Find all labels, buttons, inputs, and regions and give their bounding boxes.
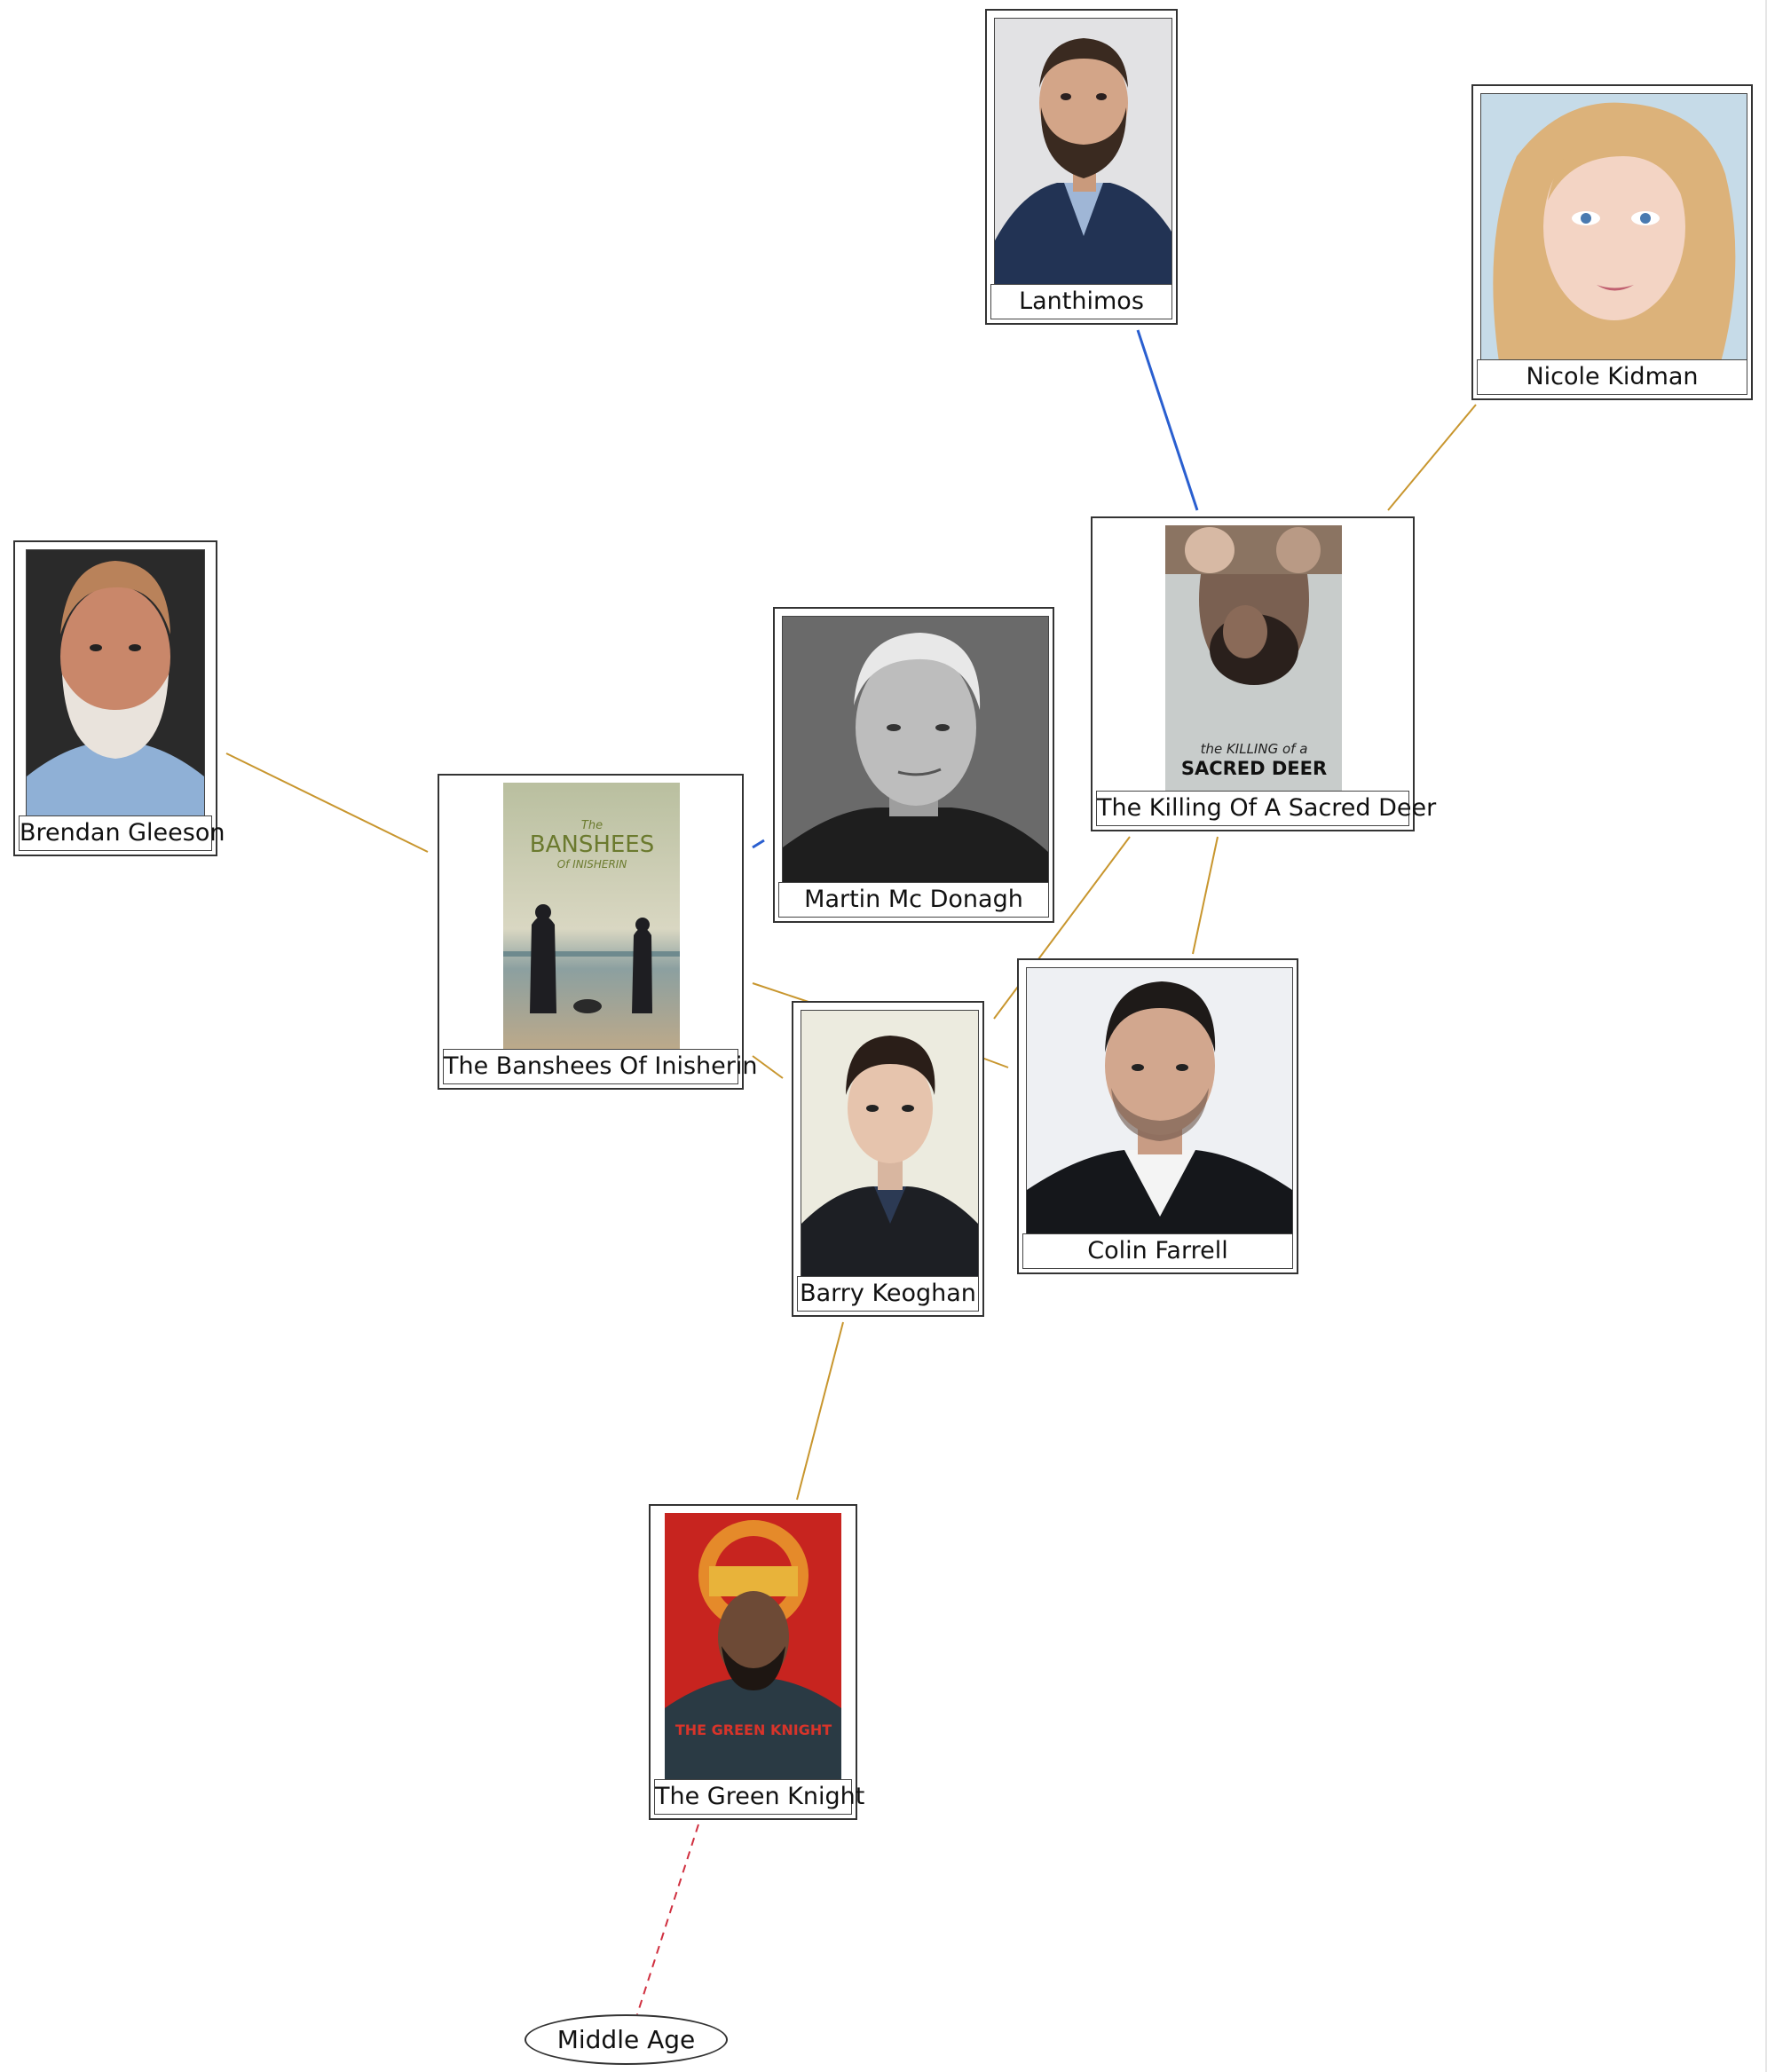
node-label: Colin Farrell [1022,1233,1293,1269]
node-barry-keoghan[interactable]: Barry Keoghan [792,1001,984,1317]
edge-gleeson-banshees [225,752,429,853]
edge-keoghan-killing [993,836,1131,1020]
edge-keoghan-greenknight [796,1321,844,1501]
node-nicole-kidman[interactable]: Nicole Kidman [1471,84,1753,400]
node-label: The Green Knight [654,1779,864,1815]
poster-subtitle: BANSHEES [530,831,655,858]
director-portrait-icon [782,616,1049,886]
actress-portrait-icon [1480,93,1747,363]
node-lanthimos[interactable]: Lanthimos [985,9,1178,325]
edge-keoghan-banshees-2 [752,1055,784,1079]
node-colin-farrell[interactable]: Colin Farrell [1017,958,1298,1274]
node-martin-mcdonagh[interactable]: Martin Mc Donagh [773,607,1054,923]
director-portrait-icon [994,18,1172,288]
poster-title: THE GREEN KNIGHT [675,1721,832,1738]
movie-poster-icon: the KILLING of a SACRED DEER [1165,525,1342,792]
node-label: The Banshees Of Inisherin [443,1049,757,1084]
node-label: Barry Keoghan [797,1276,979,1312]
node-label: Lanthimos [990,284,1172,319]
node-label: The Killing Of A Sacred Deer [1096,791,1436,826]
movie-poster-icon: THE GREEN KNIGHT [665,1513,841,1779]
edge-farrell-killing [1192,836,1219,955]
node-middle-age[interactable]: Middle Age [525,2014,728,2065]
node-banshees[interactable]: The BANSHEES Of INISHERIN The Banshees O… [438,774,757,1090]
actor-portrait-icon [801,1010,979,1280]
scrollbar-edge [1765,0,1767,2072]
node-brendan-gleeson[interactable]: Brendan Gleeson [13,540,225,856]
node-label: Brendan Gleeson [19,815,225,851]
node-label: Nicole Kidman [1477,359,1747,395]
actor-portrait-icon [26,549,205,819]
node-green-knight[interactable]: THE GREEN KNIGHT The Green Knight [649,1504,864,1820]
edge-kidman-killing [1387,404,1477,511]
node-label: Martin Mc Donagh [778,882,1049,918]
edge-mcdonagh-banshees [752,839,765,849]
node-killing-sacred-deer[interactable]: the KILLING of a SACRED DEER The Killing… [1091,516,1436,831]
actor-portrait-icon [1026,967,1293,1237]
poster-tagline: Of INISHERIN [557,858,627,871]
edge-greenknight-middleage [636,1824,699,2015]
poster-title: the KILLING of a [1201,741,1308,757]
movie-poster-icon: The BANSHEES Of INISHERIN [503,783,680,1049]
edge-lanthimos-killing [1136,329,1199,511]
poster-title: The [581,819,603,832]
node-label: Middle Age [556,2025,696,2054]
poster-subtitle: SACRED DEER [1181,758,1327,779]
